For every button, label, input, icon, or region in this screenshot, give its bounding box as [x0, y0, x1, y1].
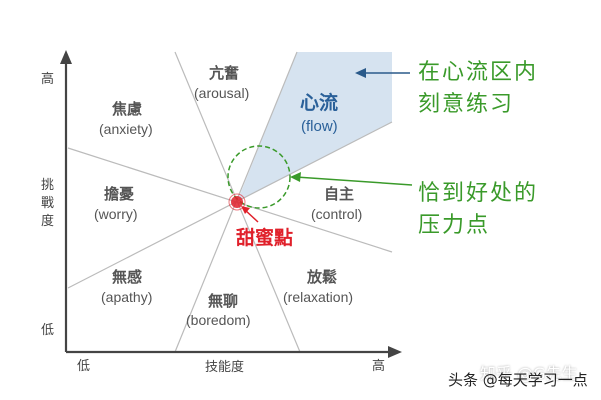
- apathy-zh: 無感: [112, 268, 143, 286]
- flow-note-arrowhead: [355, 68, 366, 78]
- sweet-spot-pointer-head: [241, 206, 250, 214]
- pressure-note-line: 压力点: [418, 213, 491, 238]
- flow-note-line: 刻意练习: [418, 92, 515, 117]
- y-axis-title-char: 度: [41, 214, 55, 229]
- pressure-note-arrowhead: [290, 172, 301, 182]
- control-en: (control): [311, 206, 363, 222]
- apathy-en: (apathy): [101, 289, 153, 305]
- sweet-spot-marker-ring: [228, 193, 246, 211]
- arousal-zh: 亢奮: [209, 64, 240, 82]
- anxiety-en: (anxiety): [99, 121, 153, 137]
- flow-en: (flow): [301, 118, 338, 135]
- worry-zh: 擔憂: [104, 185, 135, 203]
- x-axis-arrowhead: [388, 346, 402, 358]
- boredom-en: (boredom): [186, 312, 251, 328]
- control-zh: 自主: [324, 185, 355, 203]
- toutiao-watermark: 头条 @每天学习一点: [448, 371, 588, 389]
- y-low-label: 低: [41, 323, 55, 338]
- y-axis-title-char: 戰: [41, 196, 55, 211]
- anxiety-zh: 焦慮: [112, 100, 143, 118]
- x-low-label: 低: [77, 359, 91, 374]
- pressure-note-arrow: [295, 176, 413, 186]
- x-axis-title: 技能度: [205, 360, 245, 375]
- zhihu-watermark: 知乎 @G先生: [480, 364, 578, 383]
- y-axis-arrowhead: [60, 50, 72, 64]
- arousal-en: (arousal): [194, 85, 250, 101]
- pressure-note-line: 恰到好处的: [418, 181, 539, 206]
- y-axis-title-char: 挑: [41, 178, 55, 193]
- boredom-zh: 無聊: [208, 292, 239, 310]
- divider-line: [67, 147, 393, 253]
- relaxation-zh: 放鬆: [307, 268, 338, 286]
- y-high-label: 高: [41, 72, 55, 87]
- relaxation-en: (relaxation): [283, 289, 354, 305]
- flow-zh: 心流: [300, 92, 339, 114]
- worry-en: (worry): [94, 206, 138, 222]
- x-high-label: 高: [372, 359, 386, 374]
- sweet-spot-label: 甜蜜點: [236, 227, 294, 249]
- flow-zone: [237, 52, 392, 202]
- flow-note-line: 在心流区内: [418, 60, 539, 85]
- sweet-spot-marker: [231, 196, 243, 208]
